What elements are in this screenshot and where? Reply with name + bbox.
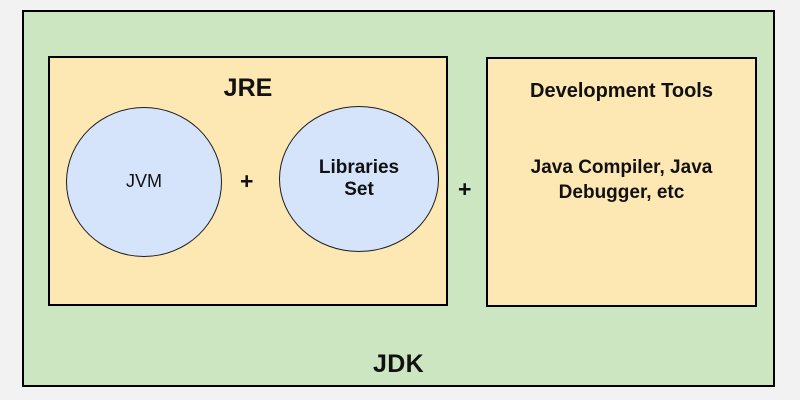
jdk-label: JDK	[373, 350, 424, 378]
plus-operator-jdk: +	[458, 176, 472, 202]
development-tools-body: Java Compiler, Java Debugger, etc	[530, 157, 713, 203]
jre-container: JRE JVM + Libraries Set	[48, 56, 448, 306]
jvm-circle: JVM	[66, 107, 222, 257]
libraries-set-circle: Libraries Set	[279, 106, 439, 252]
jre-label: JRE	[223, 74, 273, 102]
development-tools-container: Development Tools Java Compiler, Java De…	[486, 57, 757, 307]
plus-operator-jre: +	[240, 168, 254, 194]
libraries-set-label: Libraries Set	[318, 156, 400, 200]
jdk-container: JRE JVM + Libraries Set + Development To…	[22, 10, 775, 387]
development-tools-title: Development Tools	[530, 80, 713, 102]
jvm-label: JVM	[126, 171, 162, 192]
